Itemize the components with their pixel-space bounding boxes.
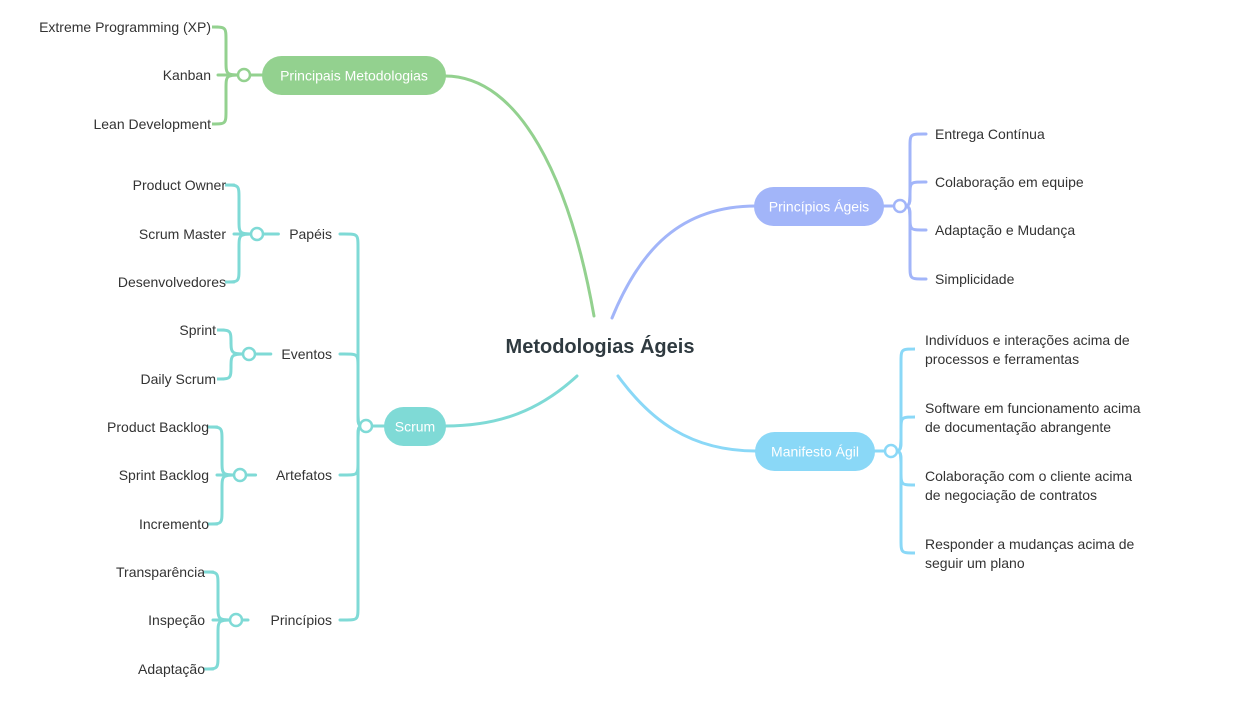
leaf-scrum-0-0[interactable]: Product Owner bbox=[133, 177, 227, 193]
leaf-manifesto-2[interactable]: Colaboração com o cliente acima de negoci… bbox=[925, 468, 1132, 503]
node-principios-ageis-shape bbox=[754, 187, 884, 226]
leaf-principio-3[interactable]: Simplicidade bbox=[935, 271, 1015, 287]
connector-scrum-1-1 bbox=[216, 352, 251, 381]
root-topic[interactable]: Metodologias Ágeis bbox=[506, 335, 695, 358]
branch-line-metodologias bbox=[443, 74, 596, 318]
connector-manifesto-0 bbox=[889, 347, 916, 453]
connector-scrum-0-0 bbox=[224, 183, 259, 236]
node-manifesto-agil-label: Manifesto Ágil bbox=[771, 444, 859, 460]
connector-scrum-2-0 bbox=[207, 425, 242, 477]
connector-scrum-0-2 bbox=[224, 232, 259, 284]
connector-scrum-group-3 bbox=[338, 424, 368, 622]
branch-line-principios bbox=[610, 204, 758, 320]
leaf-principio-1[interactable]: Colaboração em equipe bbox=[935, 174, 1084, 190]
leaf-manifesto-0-line-0: Indivíduos e interações acima de bbox=[925, 332, 1130, 348]
connector-scrum-2-2 bbox=[207, 473, 242, 526]
collapse-toggle-principios[interactable] bbox=[892, 198, 908, 214]
collapse-toggle-scrum[interactable] bbox=[358, 418, 374, 434]
leaf-metodologia-2[interactable]: Lean Development bbox=[93, 116, 211, 132]
connector-manifesto-3 bbox=[889, 449, 916, 555]
node-scrum-2[interactable]: Artefatos bbox=[276, 467, 332, 483]
node-scrum[interactable]: Scrum bbox=[384, 407, 446, 446]
leaf-scrum-2-2[interactable]: Incremento bbox=[139, 516, 209, 532]
leaf-scrum-1-0[interactable]: Sprint bbox=[179, 322, 216, 338]
leaf-manifesto-2-line-0: Colaboração com o cliente acima bbox=[925, 468, 1132, 484]
leaf-scrum-1-1[interactable]: Daily Scrum bbox=[141, 371, 216, 387]
leaf-manifesto-3[interactable]: Responder a mudanças acima de seguir um p… bbox=[925, 536, 1135, 571]
collapse-toggle-metodologias[interactable] bbox=[236, 67, 252, 83]
node-manifesto-agil-shape bbox=[755, 432, 875, 471]
leaf-manifesto-0[interactable]: Indivíduos e interações acima de processo… bbox=[925, 332, 1130, 367]
collapse-toggle-scrum-0[interactable] bbox=[249, 226, 265, 242]
collapse-toggle-scrum-2[interactable] bbox=[232, 467, 248, 483]
node-scrum-3[interactable]: Princípios bbox=[271, 612, 332, 628]
connector-metodologia-2 bbox=[211, 73, 246, 126]
branch-line-manifesto bbox=[616, 374, 758, 453]
collapse-toggle-manifesto[interactable] bbox=[883, 443, 899, 459]
leaf-manifesto-1-line-1: de documentação abrangente bbox=[925, 419, 1111, 435]
node-scrum-label: Scrum bbox=[395, 419, 435, 435]
branch-line-scrum bbox=[443, 374, 579, 428]
collapse-toggle-scrum-3[interactable] bbox=[228, 612, 244, 628]
connector-scrum-group-0 bbox=[338, 232, 368, 428]
leaf-scrum-3-1[interactable]: Inspeção bbox=[148, 612, 205, 628]
connector-metodologia-0 bbox=[211, 25, 246, 77]
leaf-principio-2[interactable]: Adaptação e Mudança bbox=[935, 222, 1075, 238]
leaf-metodologia-0[interactable]: Extreme Programming (XP) bbox=[39, 19, 211, 35]
node-manifesto-agil[interactable]: Manifesto Ágil bbox=[755, 432, 875, 471]
connector-scrum-group-1 bbox=[338, 352, 368, 428]
leaf-scrum-0-1[interactable]: Scrum Master bbox=[139, 226, 226, 242]
leaf-manifesto-3-line-1: seguir um plano bbox=[925, 555, 1025, 571]
connector-scrum-3-0 bbox=[203, 570, 238, 622]
node-principios-ageis[interactable]: Princípios Ágeis bbox=[754, 187, 884, 226]
connector-principio-3 bbox=[898, 204, 928, 281]
node-principios-ageis-label: Princípios Ágeis bbox=[769, 199, 869, 215]
leaf-scrum-0-2[interactable]: Desenvolvedores bbox=[118, 274, 226, 290]
connector-scrum-group-2 bbox=[338, 424, 368, 477]
node-scrum-1[interactable]: Eventos bbox=[281, 346, 332, 362]
leaf-manifesto-0-line-1: processos e ferramentas bbox=[925, 351, 1079, 367]
leaf-principio-0[interactable]: Entrega Contínua bbox=[935, 126, 1045, 142]
leaf-scrum-3-0[interactable]: Transparência bbox=[116, 564, 205, 580]
collapse-toggle-scrum-1[interactable] bbox=[241, 346, 257, 362]
node-principais-metodologias[interactable]: Principais Metodologias bbox=[262, 56, 446, 95]
leaf-scrum-2-0[interactable]: Product Backlog bbox=[107, 419, 209, 435]
leaf-scrum-3-2[interactable]: Adaptação bbox=[138, 661, 205, 677]
connector-scrum-3-2 bbox=[203, 618, 238, 671]
node-scrum-shape bbox=[384, 407, 446, 446]
leaf-manifesto-3-line-0: Responder a mudanças acima de bbox=[925, 536, 1135, 552]
leaf-manifesto-1-line-0: Software em funcionamento acima bbox=[925, 400, 1141, 416]
leaf-metodologia-1[interactable]: Kanban bbox=[163, 67, 211, 83]
leaf-manifesto-2-line-1: de negociação de contratos bbox=[925, 487, 1097, 503]
leaf-manifesto-1[interactable]: Software em funcionamento acima de docume… bbox=[925, 400, 1141, 435]
leaf-scrum-2-1[interactable]: Sprint Backlog bbox=[119, 467, 209, 483]
node-scrum-0[interactable]: Papéis bbox=[289, 226, 332, 242]
node-principais-metodologias-shape bbox=[262, 56, 446, 95]
node-principais-metodologias-label: Principais Metodologias bbox=[280, 68, 428, 84]
connector-principio-0 bbox=[898, 132, 928, 208]
